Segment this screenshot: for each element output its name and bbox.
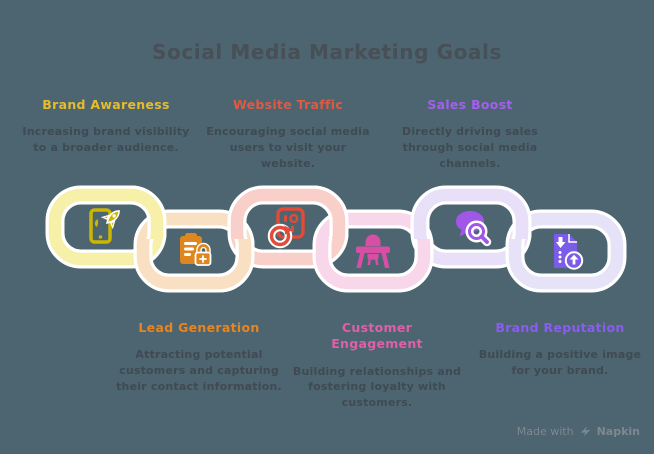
watermark-brand-text: Napkin [596,425,640,438]
goal-column-customer-engagement: Customer Engagement Building relationshi… [292,320,462,411]
phone-rocket-icon [89,208,120,244]
desk-chair-icon [356,234,390,268]
goal-label-website-traffic: Website Traffic [232,97,344,112]
goal-description-website-traffic: Encouraging social media users to visit … [206,125,370,171]
goal-label-brand-reputation: Brand Reputation [495,320,625,335]
goal-label-sales-boost: Sales Boost [427,97,513,112]
page-title: Social Media Marketing Goals [151,40,502,64]
goal-description-customer-engagement: Building relationships and fostering loy… [292,364,462,410]
goal-description-brand-awareness: Increasing brand visibility to a broader… [22,125,190,155]
clipboard-lock-icon [180,233,212,266]
goal-description-sales-boost: Directly driving sales through social me… [401,125,539,171]
goal-column-lead-generation: Lead Generation Attracting potential cus… [114,320,284,395]
watermark: Made with Napkin [517,425,640,438]
goal-column-website-traffic: Website Traffic Encouraging social media… [203,97,373,172]
goal-column-brand-reputation: Brand Reputation Building a positive ima… [475,320,645,379]
watermark-made-with-text: Made with [516,425,574,438]
goal-description-brand-reputation: Building a positive image for your brand… [478,348,642,378]
goal-label-customer-engagement: Customer Engagement [331,320,423,352]
goal-label-brand-awareness: Brand Awareness [42,97,170,112]
goal-description-lead-generation: Attracting potential customers and captu… [116,348,282,394]
goal-column-brand-awareness: Brand Awareness Increasing brand visibil… [21,97,191,156]
goal-label-lead-generation: Lead Generation [138,320,260,335]
chat-search-icon [456,211,492,247]
chain-diagram [45,185,627,293]
doc-upload-icon [554,234,584,270]
goal-column-sales-boost: Sales Boost Directly driving sales throu… [385,97,555,172]
webpage-refresh-icon [267,207,305,249]
napkin-logo-icon [580,426,590,437]
chain-link-brand-reputation [505,209,627,293]
